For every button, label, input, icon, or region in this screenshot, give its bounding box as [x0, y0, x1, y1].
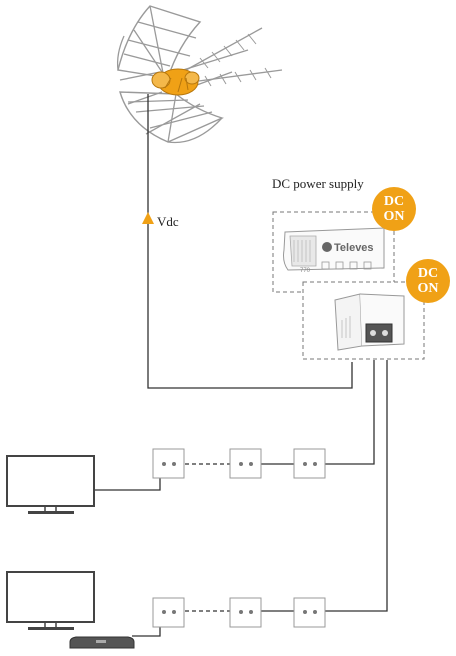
wall-outlet-icon — [293, 448, 326, 479]
amplifier-icon — [334, 293, 405, 351]
amplifier-head-icon — [151, 68, 200, 96]
dc-on-badge: DC ON — [406, 259, 450, 303]
badge-line2: ON — [383, 209, 405, 224]
vdc-arrow-icon — [142, 212, 154, 224]
set-top-box-icon — [69, 636, 135, 649]
antenna-icon — [116, 5, 283, 144]
voltage-label: Vdc — [157, 214, 179, 229]
power-supply-icon: Televes 770 — [283, 227, 385, 274]
cable-lines — [94, 94, 388, 637]
power-supply-label: DC power supply — [272, 176, 364, 191]
link-lines — [261, 463, 294, 612]
dc-on-badge: DC ON — [372, 187, 416, 231]
wall-outlet-icon — [152, 448, 185, 479]
model-label: 770 — [300, 268, 311, 274]
television-icon — [6, 455, 95, 514]
loop-through-links — [185, 463, 230, 612]
television-icon — [6, 571, 95, 630]
badge-line2: ON — [417, 281, 439, 296]
wall-outlet-icon — [293, 597, 326, 628]
badge-line1: DC — [383, 194, 405, 209]
brand-label: Televes — [334, 242, 374, 254]
wall-outlet-icon — [229, 597, 262, 628]
badge-line1: DC — [417, 266, 439, 281]
wall-outlet-icon — [229, 448, 262, 479]
wall-outlet-icon — [152, 597, 185, 628]
